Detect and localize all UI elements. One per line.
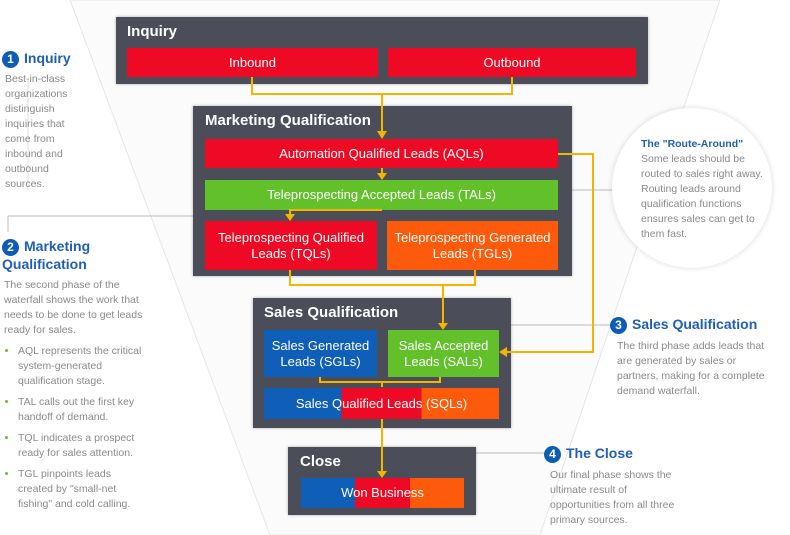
close-title: Close: [300, 453, 341, 470]
close-description: Our final phase shows the ultimate resul…: [550, 469, 675, 526]
marketing-description: The second phase of the waterfall shows …: [4, 278, 144, 518]
outbound-box: Outbound: [388, 48, 636, 77]
section-close-heading: 4 The Close: [544, 445, 633, 463]
sales-description: The third phase adds leads that are gene…: [617, 340, 765, 397]
inquiry-heading-text: Inquiry: [24, 50, 71, 66]
marketing-title: Marketing Qualification: [205, 112, 371, 129]
section-sales-heading: 3 Sales Qualification: [610, 316, 757, 334]
bullet-tql: TQL indicates a prospect ready for sales…: [18, 431, 144, 461]
step-4-icon: 4: [544, 445, 561, 463]
tql-box: Teleprospecting Qualified Leads (TQLs): [205, 221, 377, 270]
won-business-box: Won Business: [301, 478, 464, 508]
inbound-box: Inbound: [127, 48, 378, 77]
marketing-description-text: The second phase of the waterfall shows …: [4, 279, 143, 336]
close-heading-text: The Close: [566, 445, 633, 461]
sgl-box: Sales Generated Leads (SGLs): [264, 330, 377, 377]
bullet-tal: TAL calls out the first key handoff of d…: [18, 395, 144, 425]
tal-box: Teleprospecting Accepted Leads (TALs): [205, 180, 558, 210]
inquiry-title: Inquiry: [127, 23, 178, 40]
step-3-icon: 3: [610, 316, 627, 334]
bullet-tgl: TGL pinpoints leads created by "small-ne…: [18, 467, 144, 512]
sql-box: Sales Qualified Leads (SQLs): [264, 388, 499, 419]
marketing-heading-text: Marketing Qualification: [2, 238, 91, 272]
inquiry-description: Best-in-class organizations distinguish …: [5, 73, 68, 190]
aql-box: Automation Qualified Leads (AQLs): [205, 139, 558, 168]
sales-heading-text: Sales Qualification: [632, 316, 758, 332]
section-inquiry-heading: 1 Inquiry: [2, 50, 71, 68]
step-1-icon: 1: [2, 50, 19, 68]
marketing-bullets: AQL represents the critical system-gener…: [4, 344, 144, 512]
sales-title: Sales Qualification: [264, 304, 399, 321]
route-around-callout: The "Route-Around" Some leads should be …: [612, 108, 772, 268]
step-2-icon: 2: [2, 238, 19, 256]
route-around-title: The "Route-Around": [641, 138, 744, 150]
route-around-text: Some leads should be routed to sales rig…: [641, 153, 763, 240]
bullet-aql: AQL represents the critical system-gener…: [18, 344, 144, 389]
tgl-box: Teleprospecting Generated Leads (TGLs): [387, 221, 558, 270]
sal-box: Sales Accepted Leads (SALs): [388, 330, 499, 377]
